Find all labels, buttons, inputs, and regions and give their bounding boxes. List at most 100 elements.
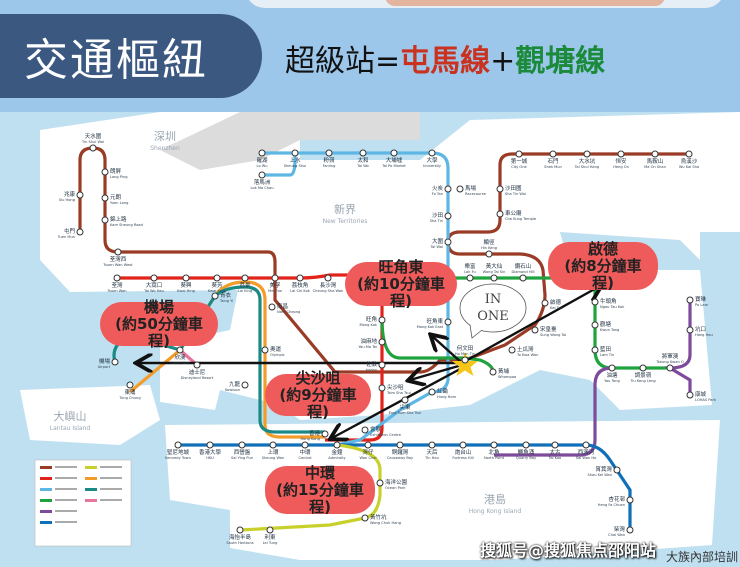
station-marker[interactable] (266, 526, 274, 534)
station-marker[interactable] (519, 274, 527, 282)
station-marker[interactable] (261, 346, 269, 354)
station-marker[interactable] (685, 150, 693, 158)
station-marker[interactable] (428, 388, 436, 396)
station-marker[interactable] (401, 396, 409, 404)
station-marker[interactable] (76, 191, 84, 199)
station-marker[interactable] (321, 430, 329, 438)
station-marker[interactable] (126, 381, 134, 389)
station-marker[interactable] (485, 250, 493, 258)
station-marker[interactable] (651, 150, 659, 158)
station-marker[interactable] (551, 441, 559, 449)
station-marker[interactable] (291, 149, 299, 157)
station-marker[interactable] (378, 384, 386, 392)
station-marker[interactable] (193, 361, 201, 369)
station-marker[interactable] (333, 441, 341, 449)
station-marker[interactable] (508, 346, 516, 354)
station-marker[interactable] (459, 441, 467, 449)
station-marker[interactable] (626, 526, 634, 534)
station-marker[interactable] (428, 441, 436, 449)
station-marker[interactable] (89, 144, 97, 152)
station-marker[interactable] (101, 216, 109, 224)
station-marker[interactable] (268, 303, 276, 311)
station-marker[interactable] (522, 441, 530, 449)
station-marker[interactable] (269, 441, 277, 449)
station-marker[interactable] (608, 364, 616, 372)
station-marker[interactable] (490, 274, 498, 282)
station-marker[interactable] (114, 248, 122, 256)
station-marker[interactable] (489, 368, 497, 376)
station-marker[interactable] (150, 274, 158, 282)
station-marker[interactable] (456, 185, 464, 193)
station-marker[interactable] (466, 274, 474, 282)
station-marker[interactable] (666, 364, 674, 372)
station-marker[interactable] (113, 274, 121, 282)
station-marker[interactable] (241, 274, 249, 282)
station-marker[interactable] (490, 441, 498, 449)
station-marker[interactable] (258, 171, 266, 179)
station-marker[interactable] (613, 466, 621, 474)
station-marker[interactable] (531, 326, 539, 334)
station-marker[interactable] (176, 346, 184, 354)
station-marker[interactable] (101, 194, 109, 202)
station-marker[interactable] (378, 338, 386, 346)
station-marker[interactable] (359, 149, 367, 157)
station-marker[interactable] (686, 326, 694, 334)
station-marker[interactable] (271, 274, 279, 282)
station-marker[interactable] (444, 212, 452, 220)
station-marker[interactable] (686, 391, 694, 399)
station-marker[interactable] (390, 149, 398, 157)
station-marker[interactable] (258, 149, 266, 157)
station-marker[interactable] (461, 356, 469, 364)
station-marker[interactable] (617, 150, 625, 158)
station-marker[interactable] (325, 149, 333, 157)
station-marker[interactable] (686, 296, 694, 304)
station-marker[interactable] (444, 185, 452, 193)
station-marker[interactable] (444, 238, 452, 246)
